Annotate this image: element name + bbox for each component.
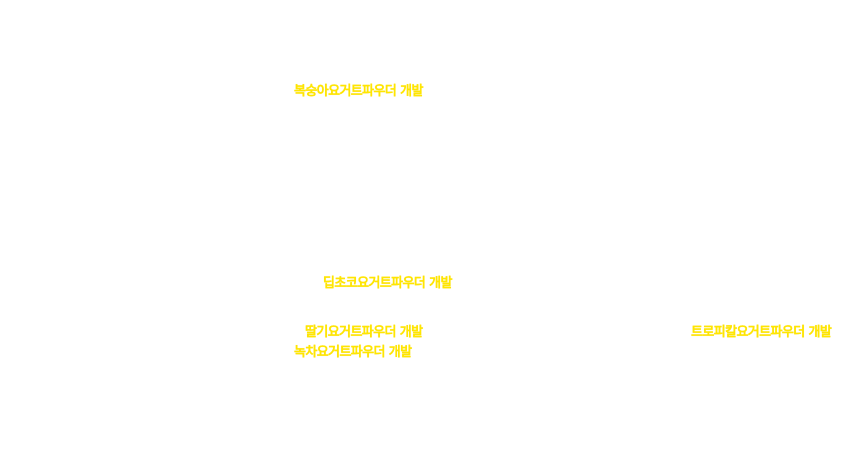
label-green-tea-yogurt-powder: 녹차요거트파우더 개발 bbox=[294, 345, 412, 360]
label-peach-yogurt-powder: 복숭아요거트파우더 개발 bbox=[294, 84, 423, 99]
label-tropical-yogurt-powder: 트로피칼요거트파우더 개발 bbox=[691, 325, 832, 340]
label-strawberry-yogurt-powder: 딸기요거트파우더 개발 bbox=[305, 325, 423, 340]
label-deep-choco-yogurt-powder: 딥초코요거트파우더 개발 bbox=[323, 276, 452, 291]
